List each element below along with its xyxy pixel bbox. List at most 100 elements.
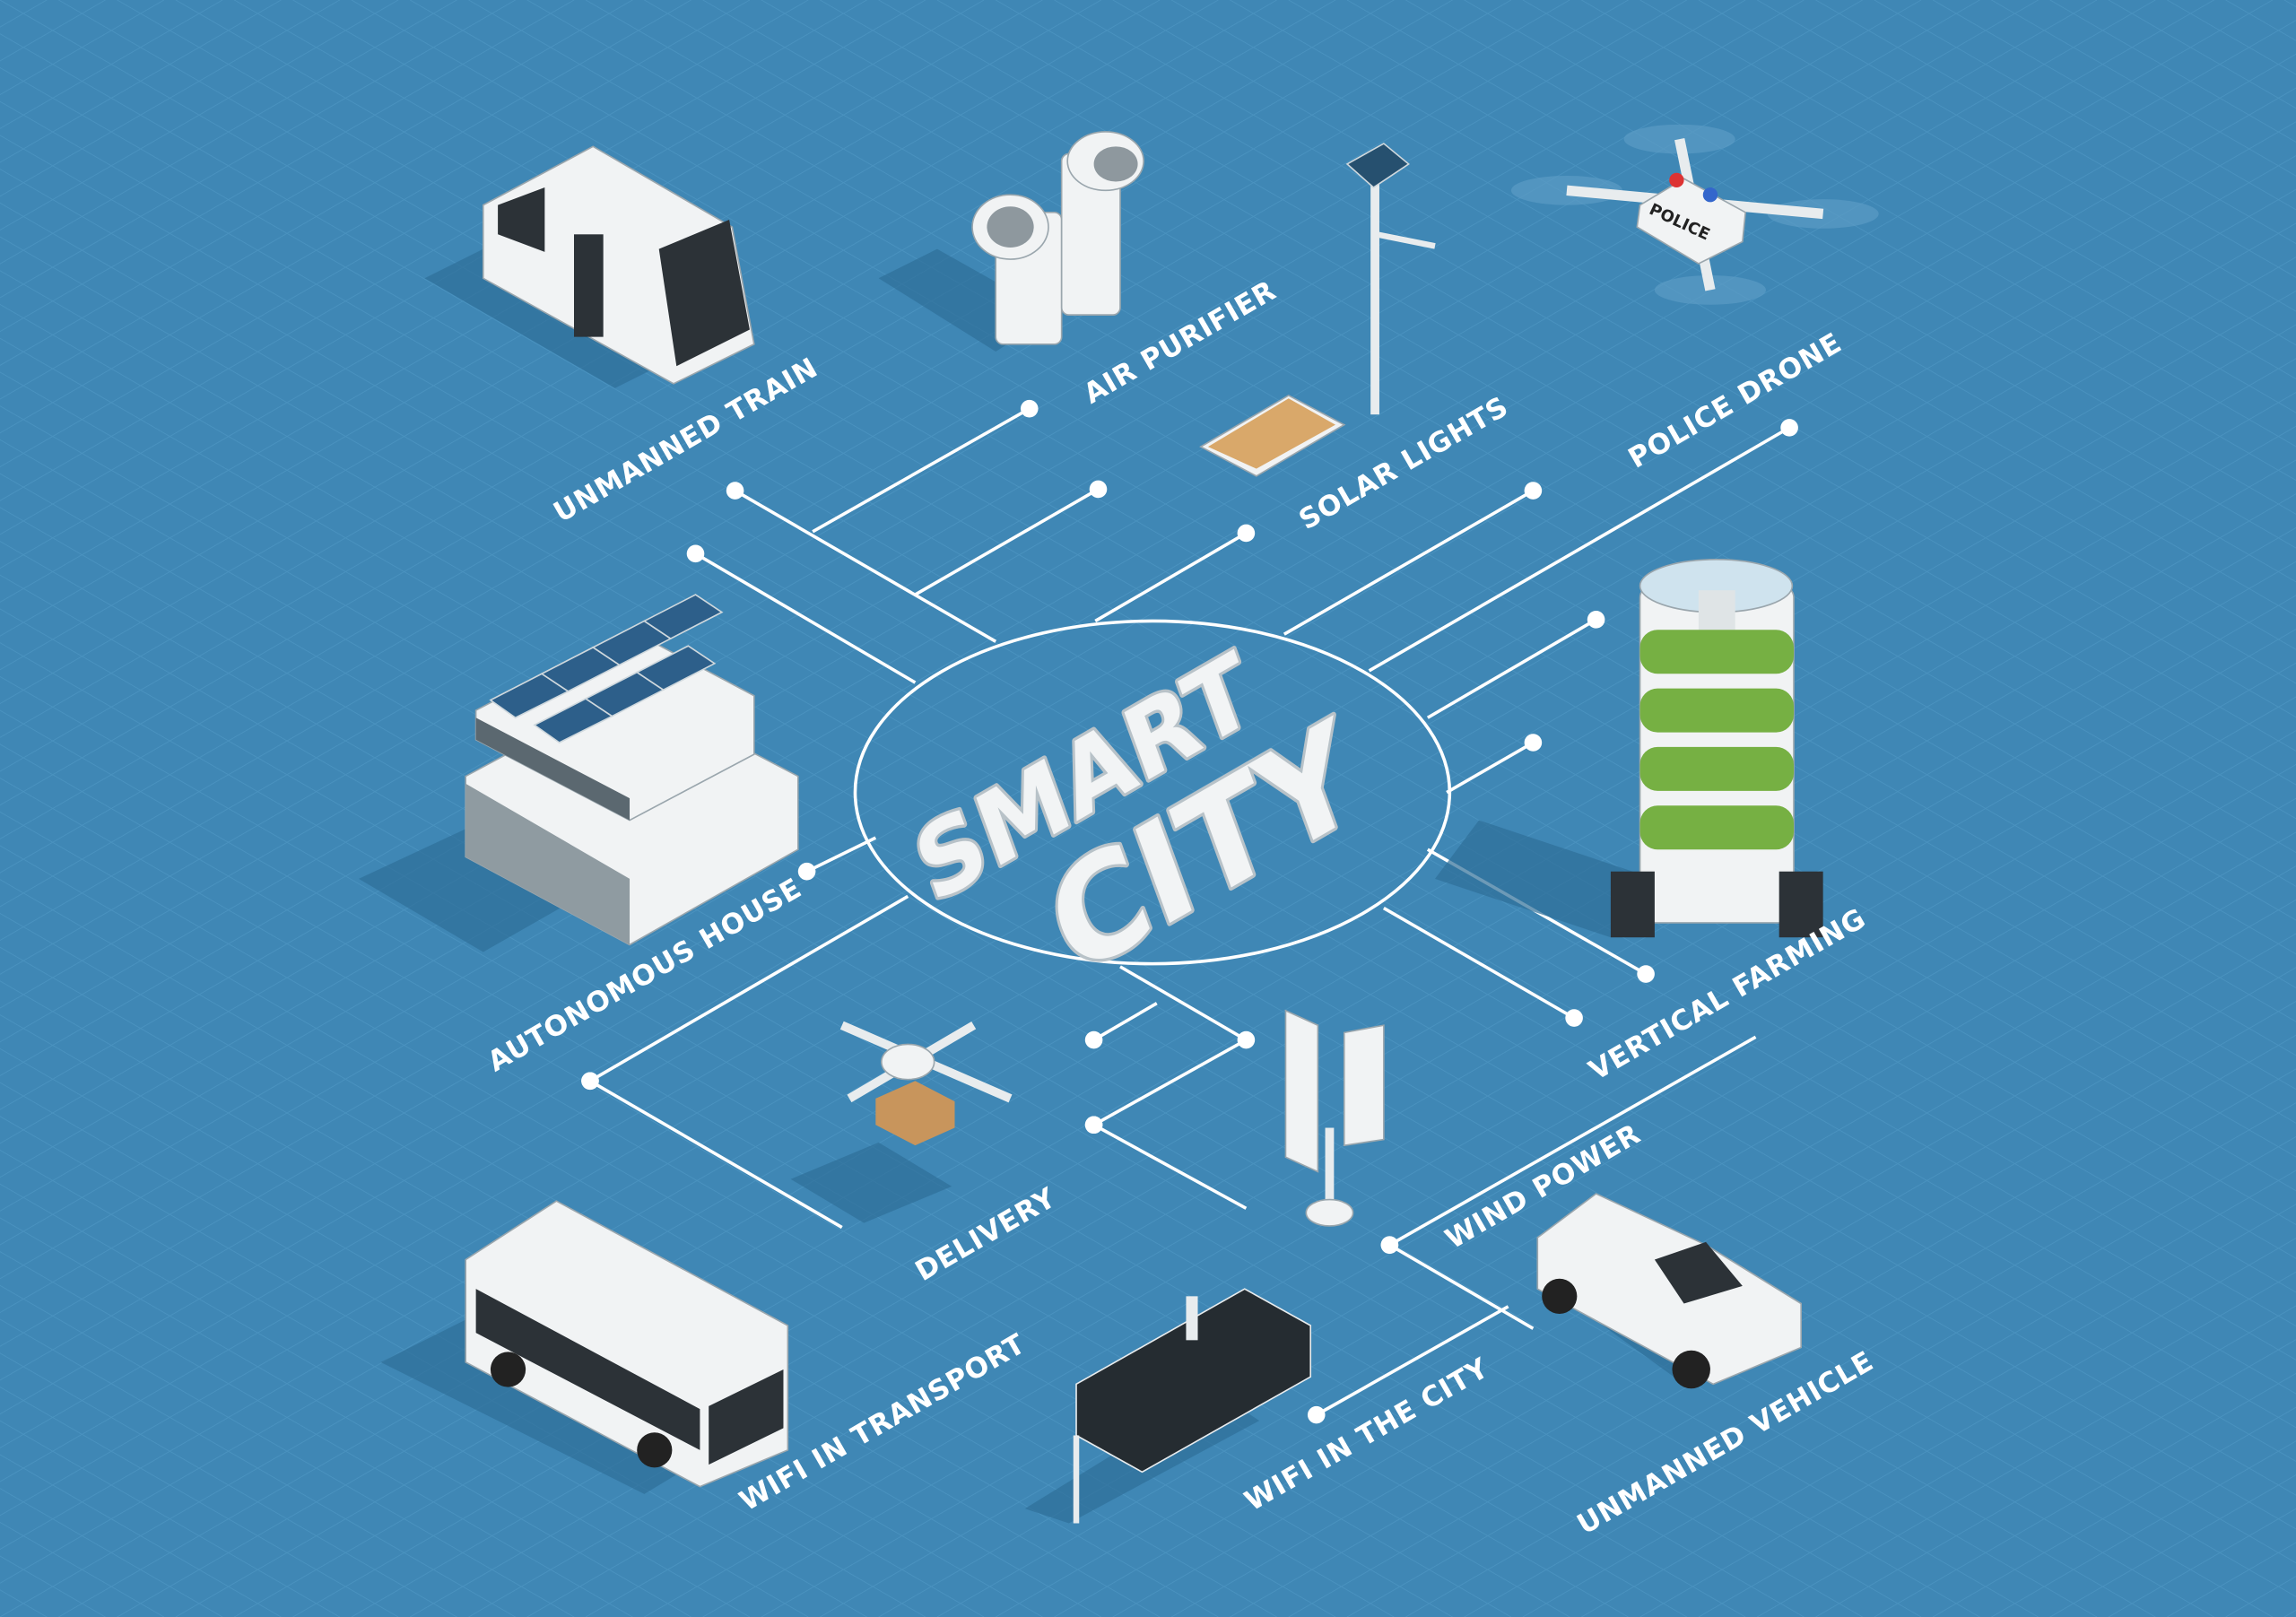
connector-line bbox=[805, 836, 877, 874]
grid-line bbox=[1756, 1305, 2296, 1617]
grid-line bbox=[1756, 0, 2296, 312]
grid-line bbox=[995, 0, 2296, 752]
connector-line bbox=[694, 552, 917, 684]
connector-line bbox=[589, 894, 909, 1082]
connector-dot bbox=[1089, 480, 1108, 499]
grid-line bbox=[0, 811, 1395, 1617]
grid-line bbox=[0, 0, 1453, 840]
grid-line bbox=[1405, 0, 2296, 515]
police-drone-icon: POLICE bbox=[1510, 124, 1879, 305]
connector-dot bbox=[1380, 1236, 1399, 1254]
grid-line bbox=[1639, 1237, 2296, 1617]
grid-line bbox=[0, 0, 1746, 1009]
grid-line bbox=[878, 797, 2296, 1617]
connector-dot bbox=[1307, 1405, 1326, 1424]
grid-line bbox=[0, 0, 1336, 772]
grid-line bbox=[0, 0, 867, 501]
connector-lines bbox=[581, 399, 1798, 1424]
grid-line bbox=[0, 0, 1805, 1043]
solar-lights-icon bbox=[1199, 143, 1436, 477]
grid-line bbox=[1464, 0, 2296, 482]
grid-line bbox=[995, 865, 2296, 1617]
connector-dot bbox=[1237, 524, 1256, 543]
unmanned-train-icon bbox=[424, 145, 755, 388]
connector-line bbox=[1315, 1305, 1509, 1417]
grid-line bbox=[0, 0, 691, 400]
wifi-bus-stop-icon bbox=[1024, 1288, 1312, 1524]
grid-line bbox=[1522, 1169, 2296, 1617]
grid-line bbox=[1464, 1135, 2296, 1617]
grid-line bbox=[1112, 0, 2296, 684]
grid-line bbox=[1581, 1204, 2296, 1617]
connector-line bbox=[734, 489, 997, 643]
air-purifier-icon bbox=[878, 131, 1144, 352]
grid-line bbox=[0, 1284, 575, 1617]
grid-line bbox=[1639, 0, 2296, 380]
connector-line bbox=[1368, 426, 1791, 673]
connector-dot bbox=[1524, 482, 1543, 500]
grid-line bbox=[0, 0, 809, 468]
autonomous-house-icon bbox=[359, 594, 799, 952]
grid-line bbox=[1230, 0, 2296, 617]
grid-line bbox=[0, 0, 575, 333]
connector-line bbox=[1119, 965, 1248, 1042]
grid-line bbox=[468, 561, 2296, 1617]
connector-dot bbox=[1020, 399, 1039, 418]
grid-line bbox=[0, 1183, 751, 1617]
connector-line bbox=[914, 487, 1100, 596]
connector-dot bbox=[686, 544, 705, 563]
grid-line bbox=[1112, 933, 2296, 1617]
grid-line bbox=[936, 831, 2296, 1617]
grid-line bbox=[0, 0, 1688, 975]
grid-line bbox=[644, 662, 2296, 1617]
connector-dot bbox=[726, 482, 744, 500]
connector-dot bbox=[1524, 734, 1543, 752]
grid-line bbox=[0, 0, 1277, 738]
grid-line bbox=[0, 1149, 809, 1617]
grid-line bbox=[1288, 0, 2296, 583]
connector-dot bbox=[1084, 1116, 1103, 1135]
grid-line bbox=[1054, 0, 2296, 718]
grid-line bbox=[0, 1116, 867, 1617]
grid-line bbox=[1815, 1339, 2296, 1617]
grid-line bbox=[585, 629, 2296, 1617]
grid-line bbox=[1170, 0, 2296, 650]
connector-dot bbox=[1565, 1009, 1583, 1027]
connector-line bbox=[1446, 741, 1535, 795]
grid-line bbox=[0, 0, 1863, 1077]
grid-line bbox=[0, 0, 633, 366]
grid-line bbox=[1346, 0, 2296, 549]
delivery-drone-icon bbox=[790, 1021, 1013, 1223]
grid-line bbox=[1698, 0, 2296, 346]
connector-line bbox=[1094, 531, 1248, 623]
connector-line bbox=[1382, 906, 1575, 1020]
grid-line bbox=[526, 595, 2296, 1617]
vertical-farming-icon bbox=[1435, 559, 1823, 938]
connector-line bbox=[1092, 1002, 1158, 1042]
connector-line bbox=[812, 407, 1031, 534]
grid-line bbox=[0, 0, 1629, 942]
grid-line bbox=[0, 0, 2214, 1280]
connector-dot bbox=[581, 1072, 599, 1091]
grid-line bbox=[0, 1318, 516, 1617]
grid-line bbox=[1054, 899, 2296, 1617]
grid-line bbox=[0, 1217, 691, 1617]
grid-line bbox=[0, 879, 1277, 1617]
connector-dot bbox=[1587, 611, 1605, 629]
grid-line bbox=[936, 0, 2296, 786]
grid-line bbox=[1346, 1068, 2296, 1617]
grid-line bbox=[0, 0, 751, 434]
grid-line bbox=[1522, 0, 2296, 448]
wind-turbine-icon bbox=[1284, 1009, 1385, 1227]
grid-line bbox=[1815, 0, 2296, 278]
connector-line bbox=[1388, 1243, 1535, 1330]
